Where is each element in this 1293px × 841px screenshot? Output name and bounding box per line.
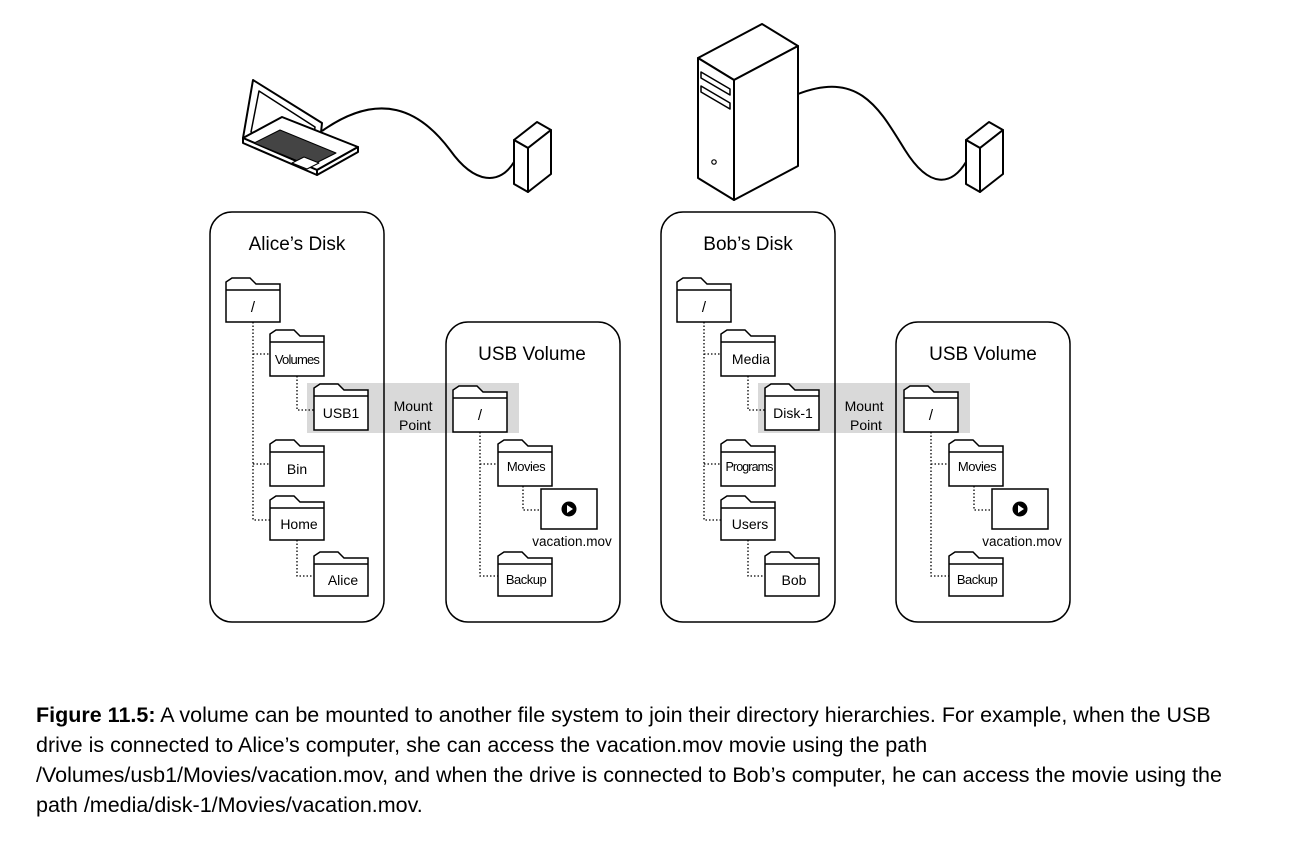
folder-bin-label: Bin (287, 461, 307, 477)
desktop-tower-icon (697, 23, 799, 201)
folder-root-bob[interactable]: / (676, 277, 732, 323)
mount-point-label-alice: Mount Point (394, 398, 437, 433)
usb-drive-icon-bob (965, 121, 1004, 193)
usb-volume-container-bob (895, 321, 1071, 623)
mount-point-label-bob: Mount Point (845, 398, 888, 433)
movie-file-label: vacation.mov (532, 534, 612, 549)
laptop-icon (242, 79, 359, 176)
folder-movies-alice[interactable]: Movies (497, 439, 553, 487)
usb-tree-lines-alice (479, 432, 541, 577)
folder-root-label: / (702, 299, 707, 316)
folder-movies-bob[interactable]: Movies (948, 439, 1004, 487)
folder-users[interactable]: Users (720, 495, 776, 541)
folder-volumes-label: Volumes (275, 352, 321, 367)
figure-caption-text: A volume can be mounted to another file … (36, 703, 1222, 817)
folder-disk-1-label: Disk-1 (773, 405, 813, 421)
folder-bob-label: Bob (782, 572, 807, 588)
usb-volume-title-alice: USB Volume (478, 344, 586, 365)
folder-bob[interactable]: Bob (764, 551, 820, 597)
folder-programs-label: Programs (726, 460, 774, 474)
folder-movies-label: Movies (958, 459, 997, 474)
folder-root-alice[interactable]: / (225, 277, 281, 323)
folder-usb-root-bob[interactable]: / (903, 385, 959, 433)
alice-disk-container (209, 211, 385, 623)
folder-volumes[interactable]: Volumes (269, 329, 325, 377)
folder-backup-alice[interactable]: Backup (497, 551, 553, 597)
folder-backup-label: Backup (957, 572, 998, 587)
alice-tree-lines (252, 322, 314, 577)
bob-disk-title: Bob’s Disk (703, 234, 793, 255)
bob-disk-container (660, 211, 836, 623)
figure-caption-label: Figure 11.5: (36, 703, 156, 727)
figure-caption: Figure 11.5: A volume can be mounted to … (36, 700, 1261, 820)
folder-bin[interactable]: Bin (269, 439, 325, 487)
folder-home[interactable]: Home (269, 495, 325, 541)
folder-media-label: Media (732, 351, 770, 367)
folder-usb-root-label: / (929, 407, 934, 424)
folder-home-label: Home (280, 516, 318, 532)
folder-usb1[interactable]: USB1 (313, 383, 369, 431)
movie-file-label: vacation.mov (982, 534, 1062, 549)
folder-alice[interactable]: Alice (313, 551, 369, 597)
file-system-mount-diagram: Alice’s Disk / Volumes USB1 Bin Home Ali… (209, 23, 1071, 623)
folder-alice-label: Alice (328, 572, 359, 588)
folder-root-label: / (251, 299, 256, 316)
folder-disk-1[interactable]: Disk-1 (764, 383, 820, 431)
folder-backup-bob[interactable]: Backup (948, 551, 1004, 597)
folder-usb-root-label: / (478, 407, 483, 424)
folder-movies-label: Movies (507, 459, 546, 474)
usb-volume-title-bob: USB Volume (929, 344, 1037, 365)
folder-usb1-label: USB1 (323, 405, 360, 421)
movie-file-bob[interactable]: vacation.mov (982, 488, 1062, 549)
movie-file-alice[interactable]: vacation.mov (532, 488, 612, 549)
folder-usb-root-alice[interactable]: / (452, 385, 508, 433)
folder-users-label: Users (732, 516, 769, 532)
folder-programs[interactable]: Programs (720, 439, 776, 487)
usb-volume-container-alice (445, 321, 621, 623)
laptop-cable (321, 107, 515, 179)
usb-tree-lines-bob (930, 432, 992, 577)
alice-disk-title: Alice’s Disk (249, 234, 346, 255)
folder-backup-label: Backup (506, 572, 547, 587)
tower-cable (797, 85, 967, 181)
folder-media[interactable]: Media (720, 329, 776, 377)
usb-drive-icon (513, 121, 552, 193)
bob-tree-lines (703, 322, 765, 577)
